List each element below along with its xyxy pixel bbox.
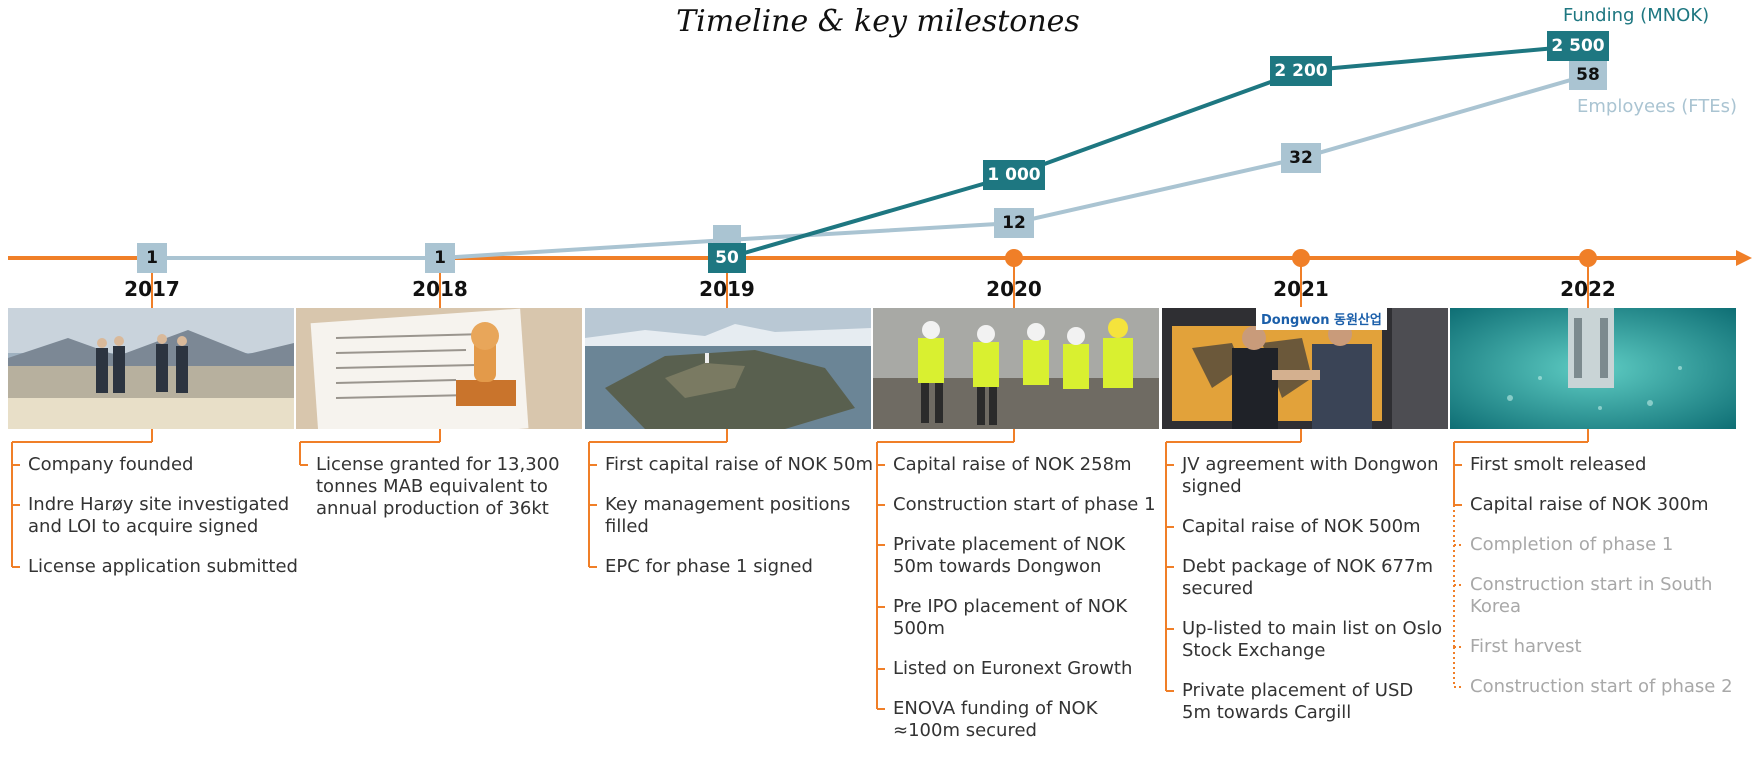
milestone-item: Private placement of NOK 50m towards Don… <box>893 534 1126 577</box>
legend-employees: Employees (FTEs) <box>1577 96 1738 117</box>
legend-funding: Funding (MNOK) <box>1563 5 1710 26</box>
people-on-shore-photo <box>8 308 294 429</box>
milestone-dot <box>1005 249 1023 267</box>
handshake-photo <box>1162 308 1448 429</box>
planned-milestone: Construction start of phase 2 <box>1470 676 1733 697</box>
planned-milestone: Construction start in South Korea <box>1470 574 1713 617</box>
milestone-item: Capital raise of NOK 300m <box>1470 494 1709 515</box>
employees-data-label: 32 <box>1281 143 1321 173</box>
year-label: 2019 <box>699 277 755 301</box>
milestone-item: JV agreement with Dongwon signed <box>1182 454 1439 497</box>
milestone-item: Debt package of NOK 677m secured <box>1182 556 1433 599</box>
planned-milestone: First harvest <box>1470 636 1582 657</box>
milestone-item: First smolt released <box>1470 454 1647 475</box>
employees-data-label: 12 <box>994 208 1034 238</box>
milestone-item: Capital raise of NOK 258m <box>893 454 1132 475</box>
milestone-dot <box>1579 249 1597 267</box>
milestone-item: Up-listed to main list on Oslo Stock Exc… <box>1182 618 1443 661</box>
milestone-item: ENOVA funding of NOK ≈100m secured <box>893 698 1098 741</box>
page-title: Timeline & key milestones <box>676 4 1080 39</box>
year-label: 2021 <box>1273 277 1329 301</box>
milestone-item: Private placement of USD 5m towards Carg… <box>1182 680 1414 723</box>
groundbreaking-photo <box>873 308 1159 429</box>
milestone-item: Pre IPO placement of NOK 500m <box>893 596 1128 639</box>
milestone-item: Key management positions filled <box>605 494 851 537</box>
employees-data-label: 58 <box>1569 60 1607 90</box>
milestone-list: License granted for 13,300 tonnes MAB eq… <box>316 454 576 538</box>
milestone-item: Listed on Euronext Growth <box>893 658 1133 679</box>
year-label: 2017 <box>124 277 180 301</box>
fish-tank-photo <box>1450 308 1736 429</box>
year-label: 2018 <box>412 277 468 301</box>
license-stamp-photo <box>296 308 582 429</box>
milestone-item: Company founded <box>28 454 194 475</box>
milestone-item: License granted for 13,300 tonnes MAB eq… <box>316 454 560 519</box>
funding-data-label: 50 <box>708 243 746 273</box>
dongwon-sign: Dongwon 동원산업 <box>1256 307 1387 330</box>
milestone-item: EPC for phase 1 signed <box>605 556 813 577</box>
milestone-item: License application submitted <box>28 556 298 577</box>
milestone-item: Capital raise of NOK 500m <box>1182 516 1421 537</box>
island-aerial-photo <box>585 308 871 429</box>
milestone-dot <box>1292 249 1310 267</box>
planned-milestone: Completion of phase 1 <box>1470 534 1674 555</box>
milestone-item: Indre Harøy site investigated and LOI to… <box>28 494 290 537</box>
year-label: 2020 <box>986 277 1042 301</box>
funding-data-label: 2 200 <box>1270 56 1332 86</box>
year-label: 2022 <box>1560 277 1616 301</box>
employees-data-label: 1 <box>137 243 167 273</box>
milestone-item: First capital raise of NOK 50m <box>605 454 874 475</box>
funding-line <box>726 44 1579 260</box>
employees-data-label: 1 <box>425 243 455 273</box>
timeline-arrow-icon <box>1736 250 1752 266</box>
milestone-item: Construction start of phase 1 <box>893 494 1156 515</box>
employees-line <box>152 73 1589 260</box>
funding-data-label: 1 000 <box>983 160 1045 190</box>
funding-data-label: 2 500 <box>1547 31 1609 61</box>
